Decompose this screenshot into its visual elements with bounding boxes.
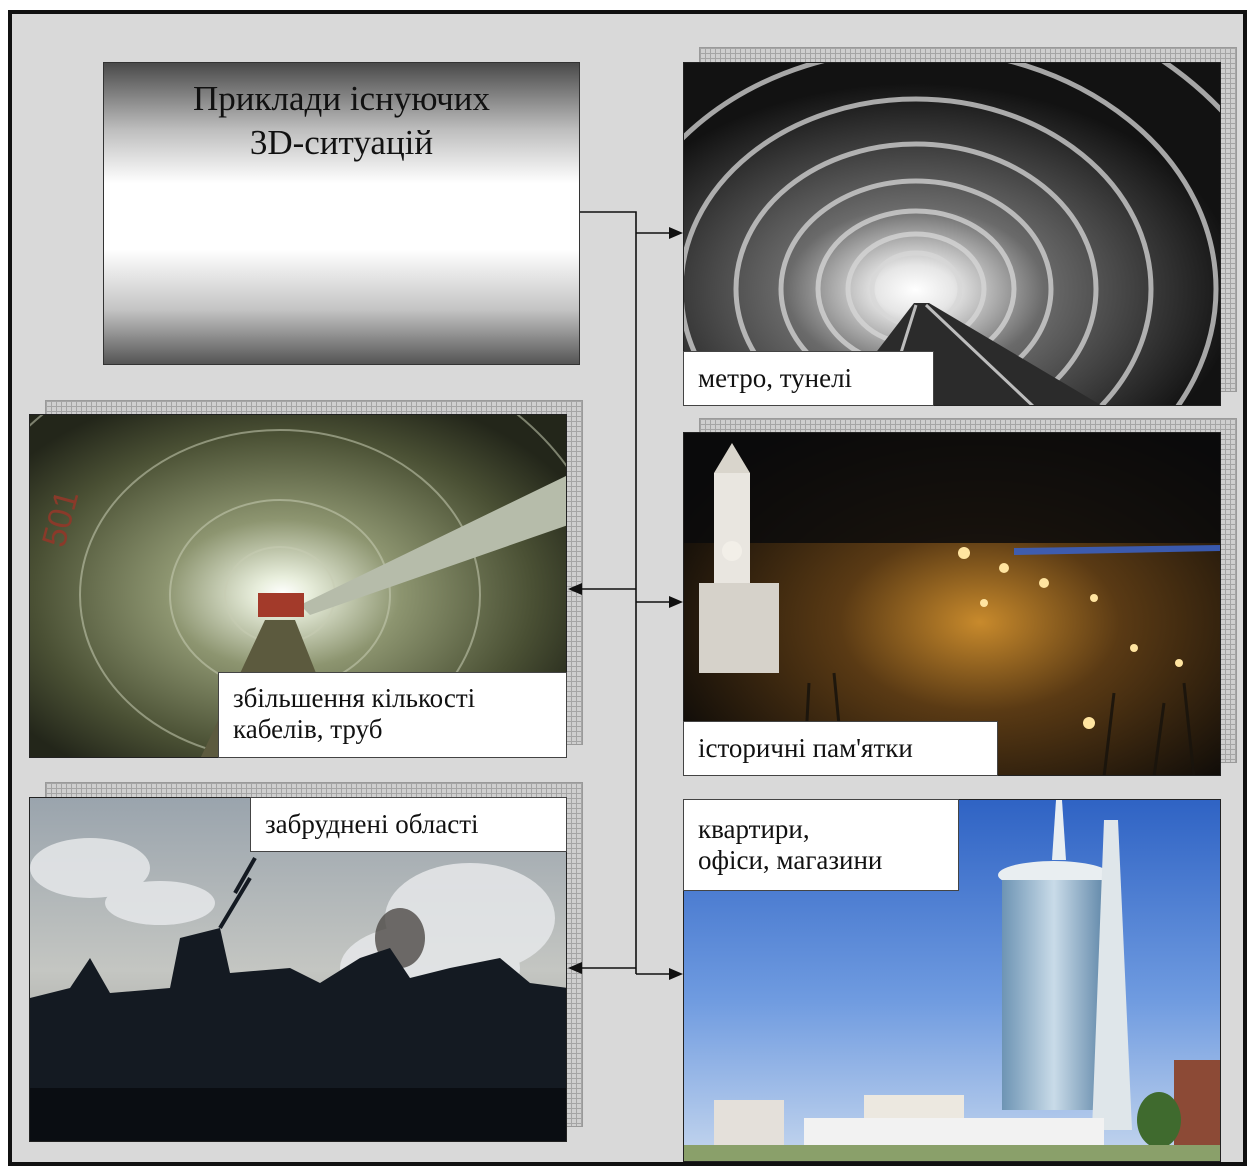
cables-caption-line-1: збільшення кількості (233, 683, 476, 713)
historic-monuments-photo (683, 432, 1221, 776)
cables-caption: збільшення кількості кабелів, труб (218, 672, 567, 758)
historic-caption: історичні пам'ятки (683, 721, 998, 776)
polluted-caption-text: забруднені області (265, 809, 479, 839)
historic-monuments-image (684, 433, 1220, 775)
metro-tunnel-image (684, 63, 1220, 405)
title-line-1: Приклади існуючих (193, 79, 490, 118)
title-line-2: 3D-ситуацій (249, 123, 434, 162)
metro-caption-text: метро, тунелі (698, 363, 853, 393)
arrow-to-buildings (669, 968, 683, 980)
polluted-areas-image (30, 798, 566, 1141)
cables-caption-line-2: кабелів, труб (233, 714, 383, 744)
metro-caption: метро, тунелі (683, 351, 934, 406)
polluted-areas-photo (29, 797, 567, 1142)
diagram-title-box: Приклади існуючих 3D-ситуацій (103, 62, 580, 365)
arrow-to-polluted (568, 962, 582, 974)
historic-caption-text: історичні пам'ятки (698, 733, 913, 763)
buildings-caption: квартири, офіси, магазини (683, 799, 959, 891)
polluted-caption: забруднені області (250, 797, 567, 852)
arrow-to-cables (568, 583, 582, 595)
arrow-to-historic (669, 596, 683, 608)
buildings-caption-line-1: квартири, (698, 814, 810, 844)
metro-tunnel-photo (683, 62, 1221, 406)
arrow-to-metro (669, 227, 683, 239)
buildings-caption-line-2: офіси, магазини (698, 845, 883, 875)
